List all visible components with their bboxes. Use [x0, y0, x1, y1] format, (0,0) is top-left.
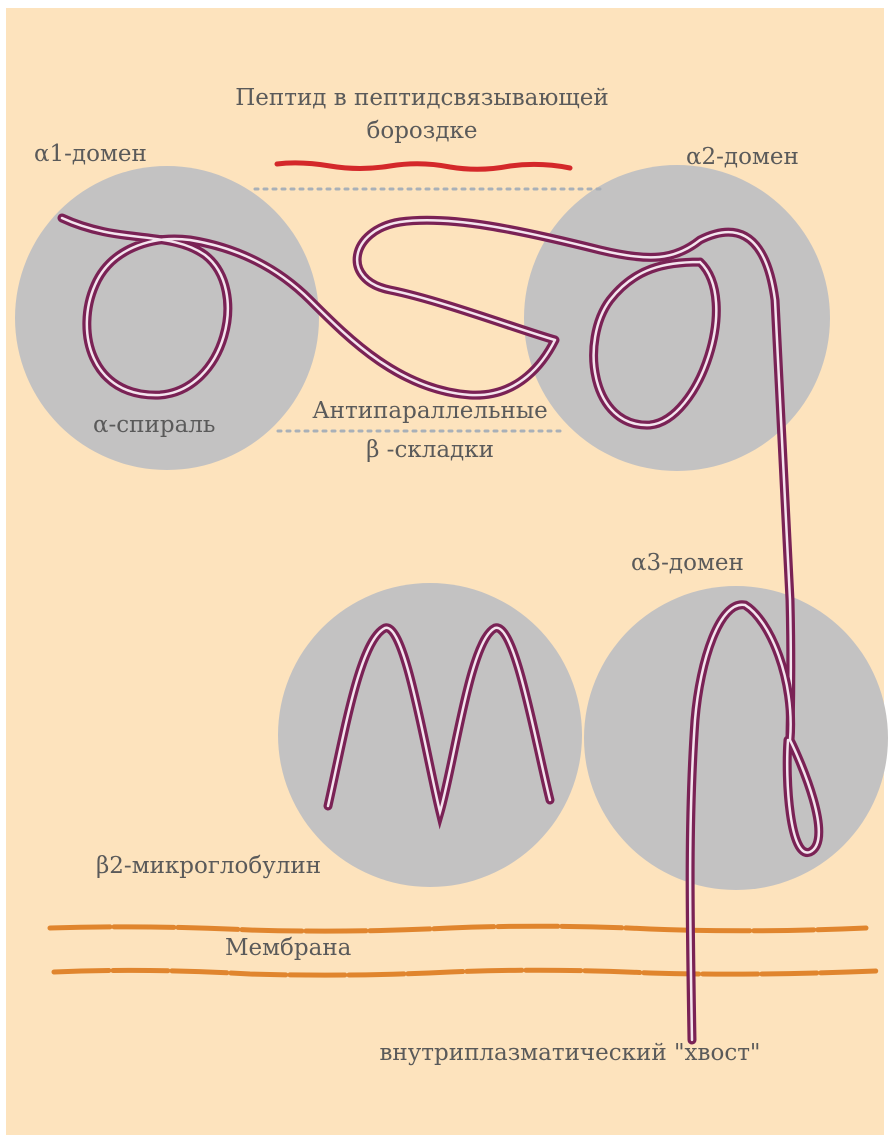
alpha-helix-label: α-спираль [93, 412, 215, 438]
membrane-bottom-line [54, 970, 876, 975]
membrane-label: Мембрана [225, 935, 352, 961]
alpha1-domain-label: α1-домен [34, 141, 147, 167]
peptide-line [277, 163, 570, 169]
alpha3-domain-label: α3-домен [631, 550, 744, 576]
alpha3-domain-circle [584, 586, 888, 890]
peptide-label-line1: Пептид в пептидсвязывающей [235, 85, 608, 111]
beta-sheets-label-line1: Антипараллельные [312, 398, 548, 424]
cytoplasmic-tail-label: внутриплазматический "хвост" [379, 1040, 760, 1066]
alpha2-domain-label: α2-домен [686, 144, 799, 170]
membrane-top-line [50, 926, 866, 931]
peptide-label-line2: бороздке [367, 118, 478, 144]
b2-microglobulin-label: β2-микроглобулин [96, 853, 321, 879]
beta-sheets-label-line2: β -складки [366, 437, 494, 463]
